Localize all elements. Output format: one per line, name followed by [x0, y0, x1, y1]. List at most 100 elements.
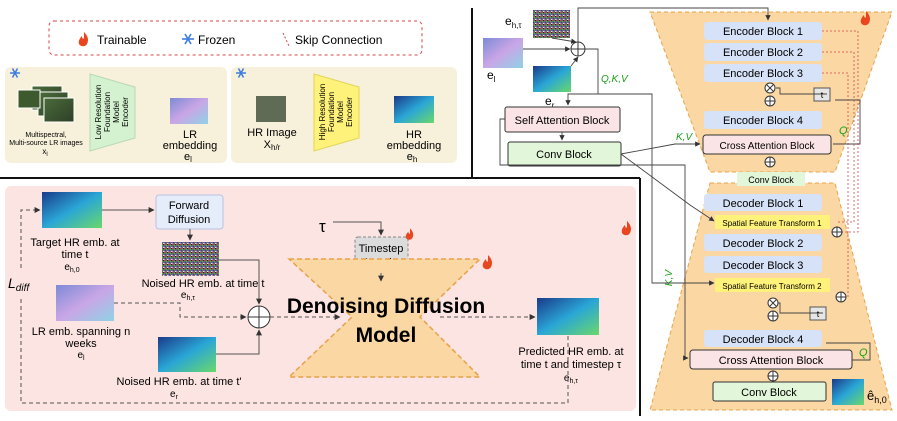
flame-icon: [482, 255, 492, 270]
hr-foundation-encoder: [313, 73, 360, 152]
decoder-block-1-label: Decoder Block 1: [723, 198, 804, 210]
output-symbol: êh,0: [867, 388, 887, 405]
predicted-hr-embedding-image: [537, 298, 599, 335]
sft-sum-node-2: [835, 291, 847, 303]
output-embedding-image: [832, 379, 864, 405]
sft-sum-node-1: [831, 226, 843, 238]
encoder-block-3: [704, 64, 822, 82]
flame-icon: [860, 11, 870, 26]
target-symbol: eh,0: [64, 262, 79, 274]
t-embedding-box-2: [809, 306, 827, 321]
timestep-encoder-line1: Timestep: [359, 243, 404, 255]
lr-image-stack: [17, 85, 75, 123]
lr-embedding-line1: LR: [183, 129, 197, 141]
pred-label-line1: Predicted HR emb. at: [518, 346, 623, 358]
lr-input-line2: Multi-source LR images: [9, 140, 83, 147]
svg-text:Foundation: Foundation: [327, 92, 336, 132]
hr-pipeline-panel: HR Image Xh/r High Resolution Foundation…: [231, 67, 457, 164]
sft-2-block: [715, 278, 830, 292]
flame-icon: [621, 221, 631, 236]
hr-embedding-line2: embedding: [387, 140, 441, 152]
multiply-node: [764, 82, 776, 94]
hr-embedding-image: [394, 96, 434, 123]
q-label: Q: [839, 125, 848, 137]
add-node: [767, 310, 779, 322]
legend-skip-label: Skip Connection: [295, 33, 382, 47]
decoder-block-4: [704, 330, 822, 347]
e-h-tau-label: eh,τ: [505, 14, 522, 30]
decoder-block-2-label: Decoder Block 2: [723, 238, 804, 250]
sft-1-block: [715, 215, 830, 229]
hr-embedding-line1: HR: [406, 129, 422, 141]
denoising-diffusion-model: [287, 258, 482, 378]
svg-text:High Resolution: High Resolution: [318, 84, 327, 140]
lr-embedding-image: [170, 98, 208, 124]
conv-block-label: Conv Block: [536, 149, 592, 161]
lr-pipeline-panel: Multispectral, Multi-source LR images xl…: [5, 67, 227, 164]
target-label-line1: Target HR emb. at: [30, 237, 119, 249]
diffusion-connections: [20, 207, 569, 404]
conv-block-small: [737, 172, 805, 186]
concat-sum-node: [247, 305, 271, 329]
hr-embedding-symbol: eh: [407, 151, 418, 164]
diffusion-loss-label: Ldiff: [8, 275, 30, 294]
input-sum-node: [570, 41, 586, 57]
snowflake-icon: [182, 33, 194, 45]
multiply-node: [767, 297, 779, 309]
legend-frame: [48, 20, 423, 56]
model-title-line1: Denoising Diffusion: [287, 295, 485, 318]
legend-frozen-label: Frozen: [198, 33, 235, 47]
cross-attention-block-bottom: [689, 349, 853, 370]
legend-trainable-label: Trainable: [97, 33, 147, 47]
lr-foundation-encoder: [89, 73, 136, 152]
e-l-label: el: [487, 68, 496, 84]
t-embedding-box: [813, 87, 831, 102]
cross-attention-block: [702, 134, 832, 155]
noised-symbol: eh,τ: [181, 290, 195, 302]
svg-text:Model: Model: [336, 101, 345, 123]
add-node: [764, 156, 776, 168]
conv-block-bottom: [712, 381, 827, 402]
lr-encoder-label: Low Resolution Foundation Model Encoder: [94, 85, 130, 140]
encoder-block-2: [704, 43, 822, 61]
q-label-bottom: Q: [859, 347, 868, 359]
noised2-label-line1: Noised HR emb. at time t': [117, 376, 242, 388]
e-l-image: [483, 38, 523, 68]
flame-icon: [405, 228, 414, 240]
noised-hr-embedding-t-prime-image: [158, 337, 216, 372]
architecture: eh,τ el er Q,K,V Self Attention Block Co…: [483, 7, 893, 411]
sft-2-label: Spatial Feature Transform 2: [722, 282, 822, 291]
cross-attention-bottom-label: Cross Attention Block: [719, 355, 824, 367]
hr-encoder-label: High Resolution Foundation Model Encoder: [318, 84, 354, 140]
decoder-block-4-label: Decoder Block 4: [723, 334, 804, 346]
svg-text:Foundation: Foundation: [103, 92, 112, 132]
lr-emb-symbol: el: [77, 350, 85, 362]
t-label-2: t: [817, 309, 820, 319]
hr-image-symbol: Xh/r: [264, 139, 281, 152]
target-label-line2: time t: [62, 249, 89, 261]
cross-attention-label: Cross Attention Block: [719, 141, 815, 152]
lr-emb-line1: LR emb. spanning n: [32, 326, 130, 338]
svg-text:Model: Model: [112, 101, 121, 123]
lr-emb-image: [56, 285, 114, 321]
target-hr-embedding-image: [42, 192, 102, 228]
snowflake-icon: [236, 68, 246, 78]
snowflake-icon: [10, 68, 20, 78]
kv-vertical-label: K,V: [664, 269, 675, 286]
noised2-symbol: er: [170, 389, 179, 401]
svg-text:Encoder: Encoder: [345, 97, 354, 127]
conv-block-bottom-label: Conv Block: [741, 387, 797, 399]
decoder-block-3: [704, 256, 822, 273]
decoder-block-2: [704, 234, 822, 251]
architecture-connections: [499, 7, 871, 361]
encoder-block-4-label: Encoder Block 4: [723, 115, 803, 127]
forward-diffusion-line2: Diffusion: [168, 214, 211, 226]
legend: Trainable Frozen Skip Connection: [48, 20, 423, 56]
lr-emb-line2: weeks: [64, 338, 97, 350]
kv-label: K,V: [676, 132, 693, 143]
decoder-block-3-label: Decoder Block 3: [723, 260, 804, 272]
model-title-line2: Model: [356, 324, 417, 347]
noised-label-line1: Noised HR emb. at time t: [142, 278, 265, 290]
encoder-block-1-label: Encoder Block 1: [723, 26, 803, 38]
lr-embedding-symbol: el: [184, 151, 192, 164]
